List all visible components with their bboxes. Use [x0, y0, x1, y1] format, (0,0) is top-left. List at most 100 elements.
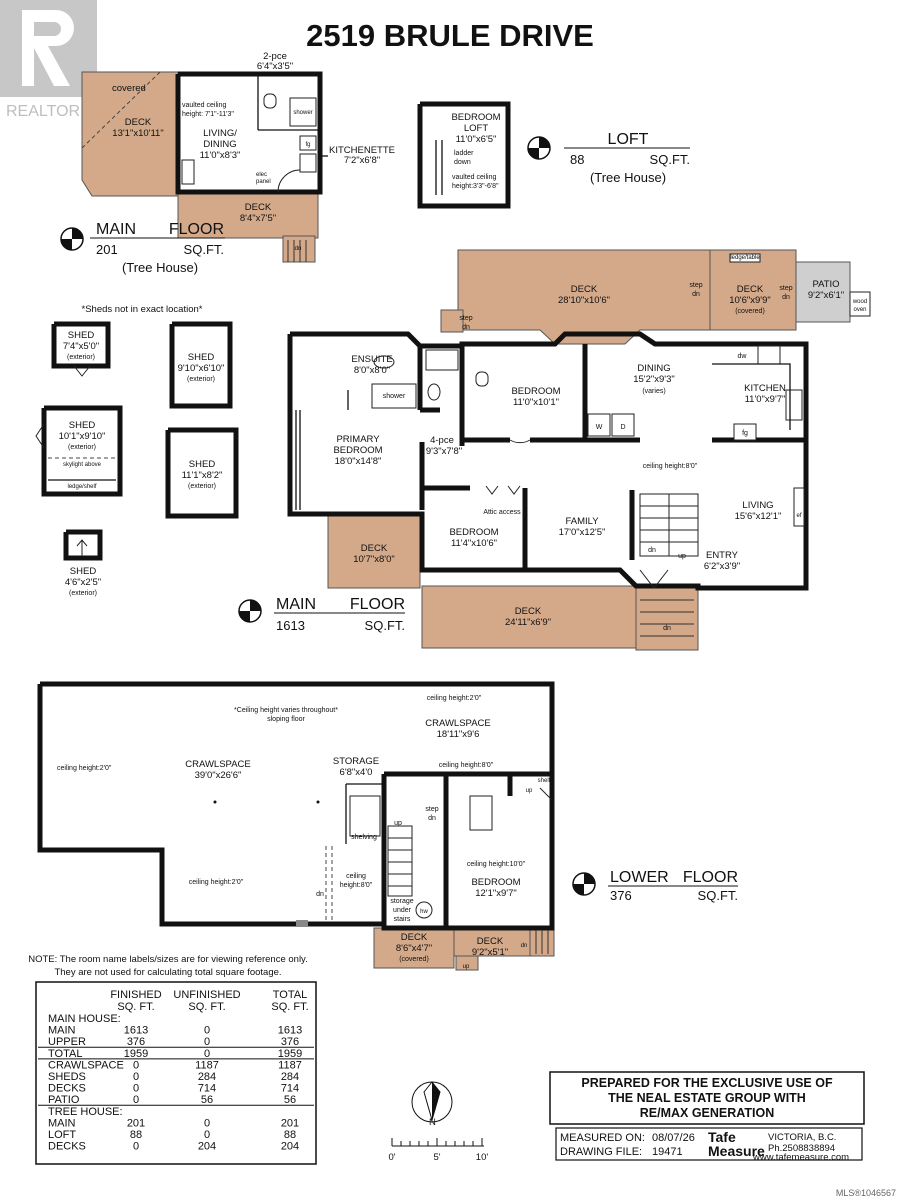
area-table-cell: 0 — [204, 1025, 210, 1037]
scale-label-10: 10' — [476, 1152, 489, 1163]
tree-main-floor-unit: SQ.FT. — [184, 242, 224, 257]
area-table-cell: 0 — [133, 1094, 139, 1106]
area-table-cell: 1959 — [278, 1048, 302, 1060]
shed-2-dim: 9'10"x6'10" — [178, 363, 225, 374]
area-table-row-label: MAIN HOUSE: — [48, 1013, 121, 1025]
shed-1-note: (exterior) — [67, 354, 95, 361]
main-deck-front-name: DECK — [515, 606, 542, 617]
lower-vent — [296, 920, 308, 926]
main-deck-cov-name: DECK — [737, 284, 764, 295]
company-city: VICTORIA, B.C. — [768, 1132, 836, 1143]
prepared-line-2: THE NEAL ESTATE GROUP WITH — [608, 1091, 806, 1105]
kitchen-sink — [757, 345, 781, 365]
shed-5: SHED 4'6"x2'5" (exterior) — [63, 529, 103, 597]
area-table-cell: 204 — [198, 1141, 216, 1153]
area-table-cell: 714 — [281, 1083, 299, 1095]
main-deck-cov-dim: 10'6"x9'9" — [729, 295, 771, 306]
lower-step-label: step — [425, 806, 438, 813]
hot-water-label: hw — [420, 909, 428, 915]
ensuite-shower — [371, 383, 417, 409]
lower-deck-dn: dn — [521, 943, 528, 949]
area-table-cell: 0 — [204, 1129, 210, 1141]
shed-1: SHED 7'4"x5'0" (exterior) — [51, 321, 111, 377]
tree-main-floor-sqft: 201 — [96, 242, 118, 257]
tree-2pce-label: 2-pce — [263, 51, 287, 62]
entry-name: ENTRY — [706, 550, 739, 561]
tree-vaulted-label: vaulted ceiling — [182, 102, 226, 109]
shed-3-dim: 10'1"x9'10" — [59, 431, 106, 442]
tree-deck2-name: DECK — [245, 202, 272, 213]
company-phone: Ph.2508838894 — [768, 1143, 835, 1154]
main-deck-big-dim: 28'10"x10'6" — [558, 295, 610, 306]
lower-shelving — [349, 795, 381, 837]
lower-deck-cov-name: DECK — [401, 932, 428, 943]
wood-oven-label-1: wood — [852, 299, 867, 305]
kitchen-fg-label: fg — [742, 430, 748, 437]
measured-on-label: MEASURED ON: — [560, 1132, 645, 1144]
lower-ch-8-left-1: ceiling — [346, 873, 366, 880]
main-floor-plan: DECK 28'10"x10'6" step dn ledge/table DE… — [287, 249, 871, 651]
entry-dim: 6'2"x3'9" — [704, 561, 740, 572]
ensuite-sink — [373, 355, 395, 369]
main-deck-left-dim: 10'7"x8'0" — [353, 554, 395, 565]
realtor-logo: REALTOR ® — [0, 0, 97, 120]
washer-label: W — [596, 424, 603, 431]
tree-panel-label: panel — [256, 179, 271, 185]
main-step-dn-2: dn — [782, 294, 790, 301]
tree-fg-label: fg — [305, 142, 310, 148]
main-floor-unit: SQ.FT. — [365, 618, 405, 633]
area-table-cell: 714 — [198, 1083, 216, 1095]
dining-name: DINING — [637, 363, 670, 374]
tree-kitchenette-label: KITCHENETTE — [329, 145, 395, 156]
tree-deck2-dim: 8'4"x7'5" — [240, 213, 276, 224]
main-stairs — [639, 493, 699, 557]
area-table-cell: 1613 — [278, 1025, 302, 1037]
compass-north-label: N — [429, 1117, 436, 1128]
entry-door — [639, 569, 669, 589]
area-table-row-label: SHEDS — [48, 1071, 86, 1083]
main-floor-sqft: 1613 — [276, 618, 305, 633]
primary-bedroom-label-1: PRIMARY — [336, 434, 380, 445]
main-step-dn-3: dn — [462, 324, 470, 331]
area-table-cell: 88 — [284, 1129, 296, 1141]
loft-floor-symbol — [527, 136, 690, 160]
lower-floor-unit: SQ.FT. — [698, 888, 738, 903]
washer-box — [587, 413, 611, 437]
area-table-row-label: LOFT — [48, 1129, 76, 1141]
area-table-row-label: UPPER — [48, 1036, 86, 1048]
closet-doors — [485, 485, 521, 495]
lower-ch-8-left-2: height:8'0" — [340, 882, 373, 889]
shed-4-note: (exterior) — [188, 483, 216, 490]
lower-exterior-door — [539, 787, 553, 801]
lower-shelf-label: shelf — [538, 778, 551, 784]
loft-floor-note: (Tree House) — [590, 170, 666, 185]
kitchen-fridge — [733, 423, 757, 441]
lower-stairs — [387, 825, 413, 897]
area-table-cell: 0 — [204, 1036, 210, 1048]
main-deck-cov-note: (covered) — [735, 308, 765, 315]
crawl-small-dim: 18'11"x9'6 — [437, 729, 480, 740]
area-table-row-label: TREE HOUSE: — [48, 1106, 123, 1118]
tree-house-main-plan: covered DECK 13'1"x10'11" 2-pce 6'4"x3'5… — [81, 51, 395, 263]
measured-on-value: 08/07/26 — [652, 1132, 695, 1144]
lower-ch-10: ceiling height:10'0" — [467, 861, 526, 868]
tree-elec-label: elec — [256, 172, 267, 178]
lower-deck-covered — [373, 927, 455, 969]
kitchen-name: KITCHEN — [744, 383, 786, 394]
lower-varies-note-2: sloping floor — [267, 716, 305, 723]
area-table-cell: 284 — [281, 1071, 299, 1083]
lower-closet — [469, 795, 493, 831]
primary-bedroom-label-2: BEDROOM — [333, 445, 382, 456]
area-table-cell: 1959 — [124, 1048, 148, 1060]
crawl-big-name: CRAWLSPACE — [185, 759, 250, 770]
mls-listing-id: MLS®1046567 — [836, 1188, 896, 1198]
area-table-row-label: CRAWLSPACE — [48, 1059, 124, 1071]
wood-oven-box — [849, 291, 871, 317]
shed-3-note: (exterior) — [68, 444, 96, 451]
tree-elec-panel-box — [181, 159, 195, 185]
lower-floor-word: FLOOR — [683, 869, 738, 886]
north-compass: N — [411, 1081, 453, 1128]
storage-name: STORAGE — [333, 756, 379, 767]
shed-2: SHED 9'10"x6'10" (exterior) — [169, 321, 233, 409]
